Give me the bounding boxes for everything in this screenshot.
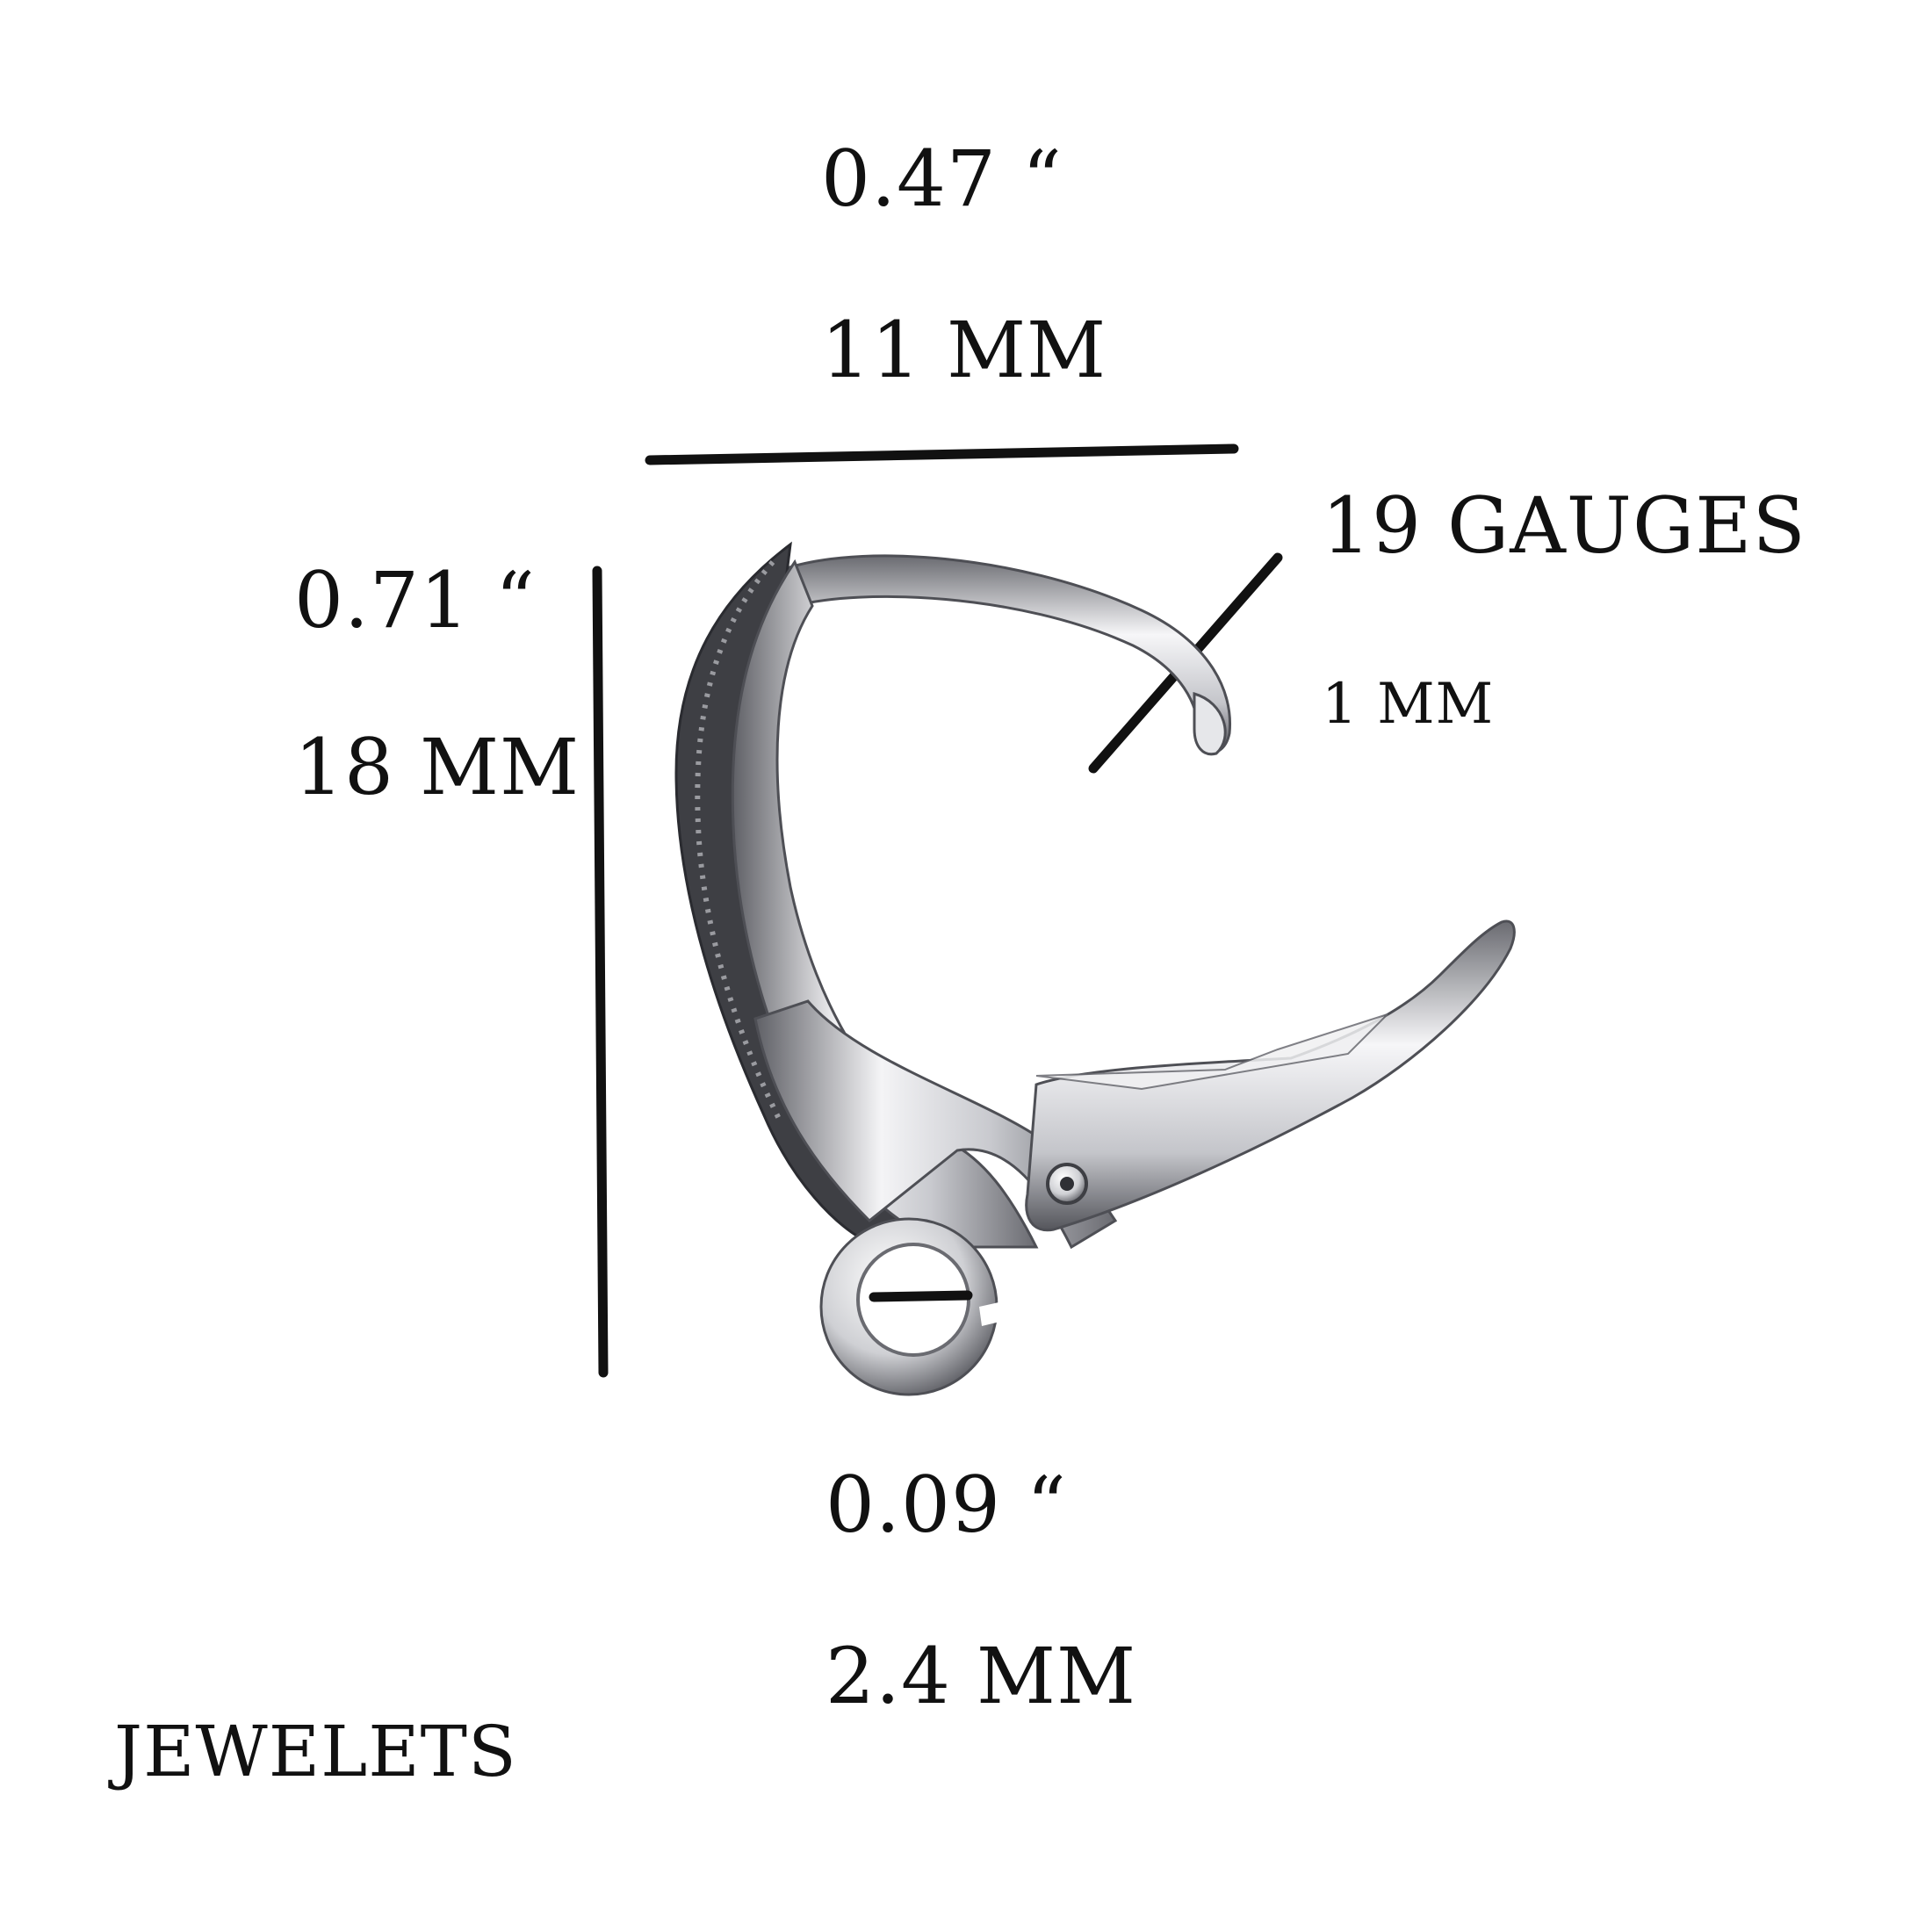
- height-mm-label: 18 MM: [294, 722, 580, 812]
- lever-back-earring-hook-icon: [674, 541, 1516, 1396]
- height-dimension-line: [592, 566, 609, 1378]
- loop-inches-label: 0.09 “: [825, 1460, 1067, 1550]
- loop-mm-label: 2.4 MM: [825, 1631, 1137, 1721]
- width-dimension-line: [645, 443, 1239, 465]
- height-inches-label: 0.71 “: [294, 555, 536, 645]
- gauge-mm-label: 1 MM: [1322, 672, 1495, 737]
- width-inches-label: 0.47 “: [821, 133, 1063, 224]
- gauge-label: 19 GAUGES: [1322, 480, 1806, 571]
- brand-logo-text: JEWELETS: [114, 1711, 517, 1792]
- width-mm-label: 11 MM: [821, 305, 1107, 395]
- loop-dimension-line: [869, 1290, 973, 1302]
